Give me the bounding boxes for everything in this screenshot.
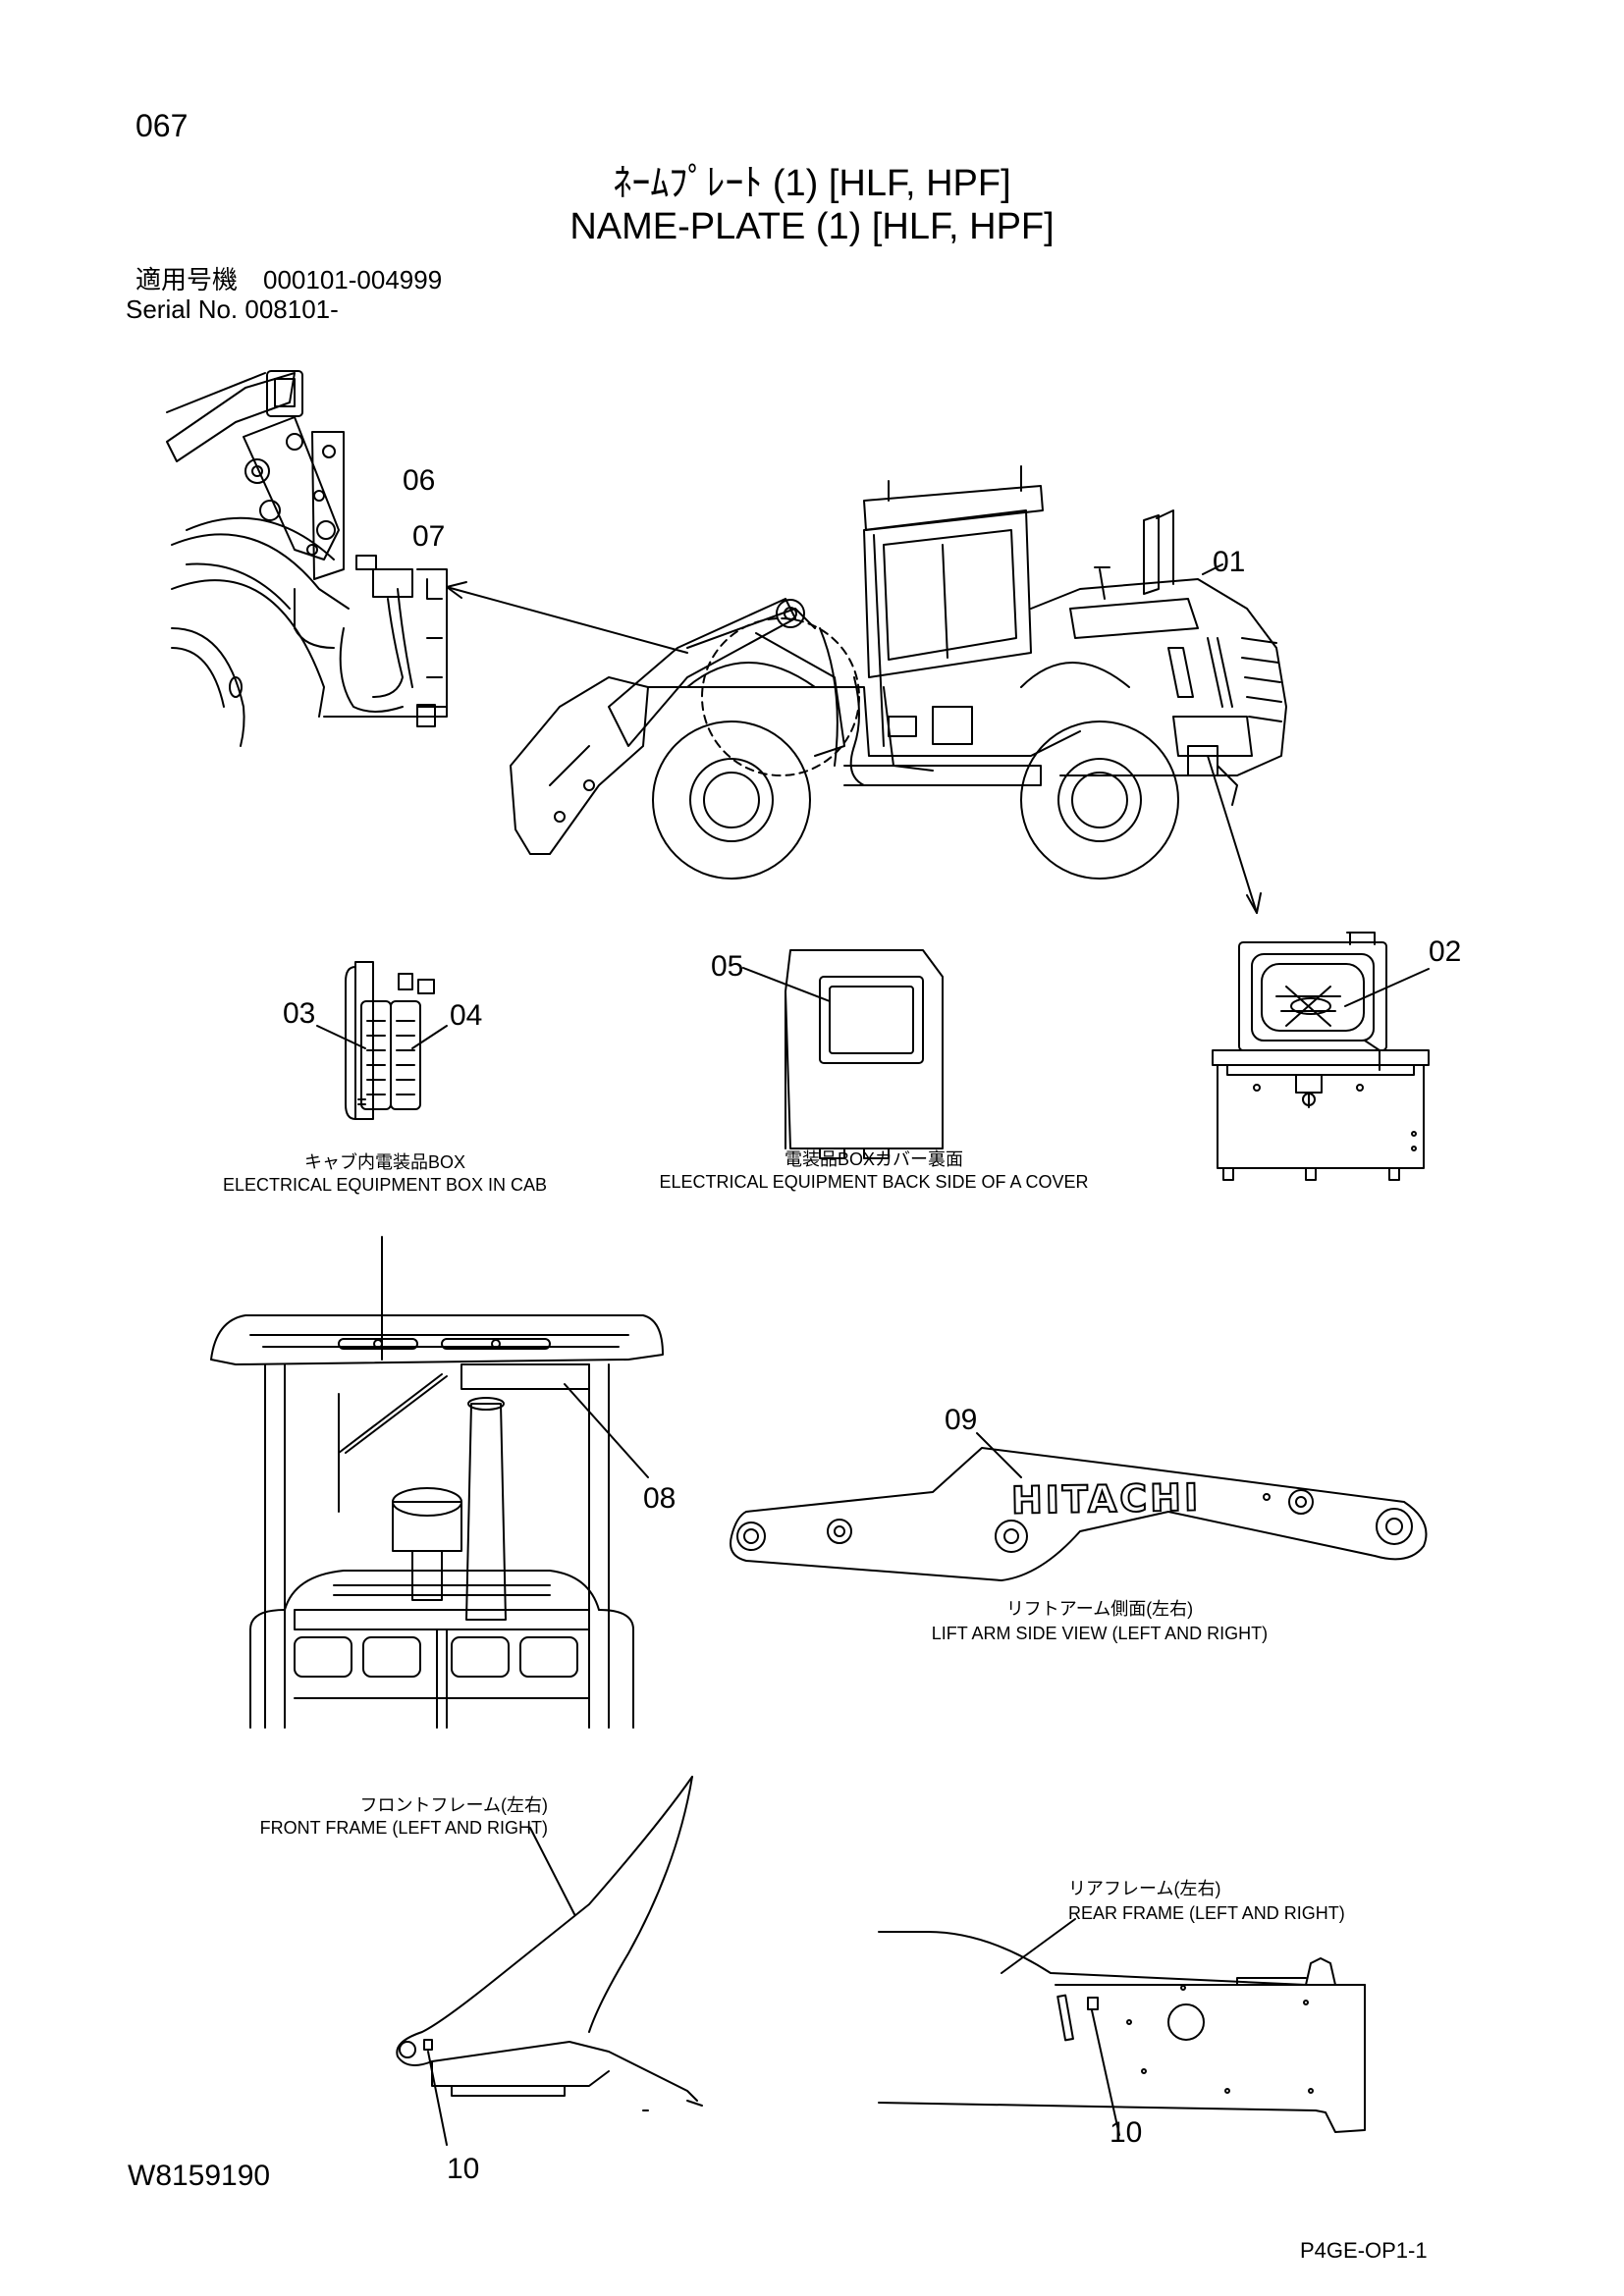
lift-arm-drawing <box>730 1447 1428 1581</box>
rear-plate-bracket-drawing <box>1212 932 1430 1181</box>
title-english: NAME-PLATE (1) [HLF, HPF] <box>569 206 1055 247</box>
caption-cover-jp: 電装品BOXカバー裏面 <box>784 1149 963 1169</box>
drawing-number: W8159190 <box>128 2160 271 2192</box>
leader-02 <box>1344 968 1430 1007</box>
leader-09 <box>976 1432 1022 1478</box>
leader-04 <box>411 1025 448 1049</box>
electrical-box-cover-drawing <box>785 949 944 1159</box>
applicable-serial-jp: 適用号機 000101-004999 <box>135 265 443 294</box>
caption-cab-box-en: ELECTRICAL EQUIPMENT BOX IN CAB <box>222 1175 548 1195</box>
callout-09: 09 <box>945 1404 978 1436</box>
callout-10-front-frame: 10 <box>447 2153 480 2185</box>
callout-02: 02 <box>1429 935 1462 968</box>
callout-10-rear-frame: 10 <box>1110 2116 1143 2149</box>
callout-07: 07 <box>412 520 446 553</box>
caption-cover-en: ELECTRICAL EQUIPMENT BACK SIDE OF A COVE… <box>659 1172 1089 1192</box>
leader-03 <box>316 1025 366 1049</box>
cab-interior-drawing <box>210 1236 664 1729</box>
caption-front-frame-jp: フロントフレーム(左右) <box>359 1795 548 1815</box>
leader-front-frame <box>529 1827 575 1915</box>
leader-05 <box>742 967 831 1002</box>
detail-arrow-head <box>446 581 467 599</box>
leader-10-left <box>427 2051 448 2146</box>
applicable-serial-en: Serial No. 008101- <box>126 294 339 324</box>
detail-arrow-02-head <box>1246 892 1262 914</box>
callout-08: 08 <box>643 1482 677 1515</box>
caption-front-frame-en: FRONT FRAME (LEFT AND RIGHT) <box>259 1818 548 1838</box>
rear-frame-drawing <box>878 1931 1366 2133</box>
callout-05: 05 <box>711 950 744 983</box>
title-japanese: ﾈｰﾑﾌﾟﾚｰﾄ (1) [HLF, HPF] <box>613 163 1011 204</box>
callout-04: 04 <box>450 999 483 1032</box>
callout-06: 06 <box>403 464 436 497</box>
leader-01 <box>1202 563 1223 575</box>
detail-arrow-line <box>446 586 688 654</box>
callout-01: 01 <box>1213 546 1246 578</box>
caption-cab-box-jp: キャブ内電装品BOX <box>303 1152 465 1172</box>
callout-03: 03 <box>283 997 316 1030</box>
caption-lift-arm-en: LIFT ARM SIDE VIEW (LEFT AND RIGHT) <box>931 1624 1269 1643</box>
caption-lift-arm-jp: リフトアーム側面(左右) <box>1005 1599 1194 1619</box>
leader-10-right <box>1091 2009 1120 2136</box>
caption-rear-frame-en: REAR FRAME (LEFT AND RIGHT) <box>1068 1903 1345 1923</box>
linkage-detail-drawing <box>166 370 448 747</box>
hitachi-logo: HITACHI <box>1010 1474 1203 1522</box>
sheet-code: P4GE-OP1-1 <box>1300 2238 1428 2263</box>
leader-08 <box>564 1383 649 1478</box>
caption-rear-frame-jp: リアフレーム(左右) <box>1068 1879 1221 1898</box>
leader-rear-frame <box>1001 1918 1076 1974</box>
detail-arrow-02-line <box>1207 755 1258 914</box>
page-number: 067 <box>135 108 189 143</box>
wheel-loader-drawing <box>510 465 1287 880</box>
cab-electrical-box-drawing <box>345 961 435 1120</box>
